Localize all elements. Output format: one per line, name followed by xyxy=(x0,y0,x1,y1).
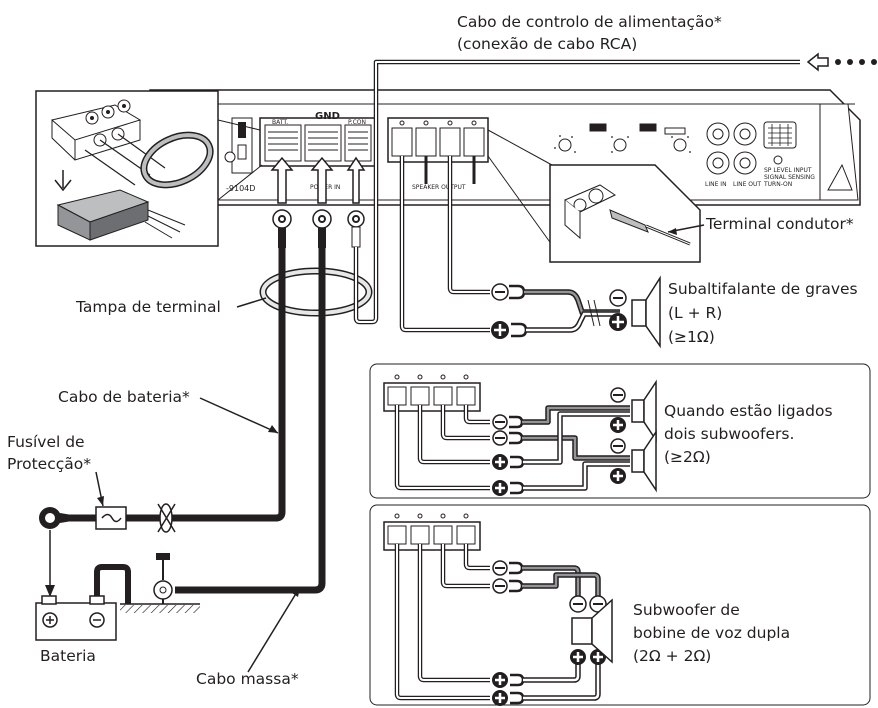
fuse-holder xyxy=(95,503,176,533)
two-subs-label-line2: dois subwoofers. xyxy=(664,425,795,443)
sp-level-input-label: SP LEVEL INPUT xyxy=(764,167,812,174)
dual-vc-label-line2: bobine de voz dupla xyxy=(633,624,791,642)
battery-label: Bateria xyxy=(40,647,96,665)
battery-cable-label: Cabo de bateria* xyxy=(58,388,190,406)
pcon-label: P.CON xyxy=(348,119,366,126)
subwoofer-label-line3: (≥1Ω) xyxy=(668,328,715,346)
remote-signal-arrow xyxy=(806,52,877,72)
amplifier-panel: GND BATT. P.CON -9104D POWER IN SPEAKER … xyxy=(149,89,861,206)
model-label: -9104D xyxy=(226,184,255,193)
speaker-output-connectors xyxy=(491,283,620,339)
chassis-ground-icon xyxy=(120,553,200,613)
speaker-output-label: SPEAKER OUTPUT xyxy=(412,184,466,191)
ground-cable-label: Cabo massa* xyxy=(196,670,299,688)
terminal-cover-label: Tampa de terminal xyxy=(76,298,221,316)
terminal-cover-detail-inset xyxy=(35,90,219,247)
gnd-label: GND xyxy=(315,111,340,122)
line-in-label: LINE IN xyxy=(705,181,727,188)
two-subs-label-line1: Quando estão ligados xyxy=(664,402,833,420)
line-out-label: LINE OUT xyxy=(733,181,761,188)
power-cables xyxy=(50,59,800,594)
fuse-label-line1: Fusível de xyxy=(7,433,85,451)
signal-sensing-label: SIGNAL SENSING xyxy=(764,174,815,181)
battery-ring-terminal xyxy=(39,507,78,529)
two-subwoofers-panel-art xyxy=(369,363,871,499)
subwoofer-speaker-icon xyxy=(609,275,661,349)
two-subs-label-line3: (≥2Ω) xyxy=(664,448,711,466)
turn-on-label: TURN-ON xyxy=(763,181,792,188)
speaker-wires xyxy=(399,156,490,333)
batt-label: BATT. xyxy=(272,119,288,126)
subwoofer-label-line1: Subaltifalante de graves xyxy=(668,280,858,298)
power-control-cable-label: Cabo de controlo de alimentação* xyxy=(457,13,722,31)
ring-terminals xyxy=(270,156,366,248)
subwoofer-label-line2: (L + R) xyxy=(668,304,723,322)
lead-terminal-inset xyxy=(487,129,701,263)
dual-vc-label-line1: Subwoofer de xyxy=(633,601,740,619)
fuse-label-line2: Protecção* xyxy=(7,455,91,473)
dual-voice-coil-panel-art xyxy=(369,504,871,706)
lead-terminal-label: Terminal condutor* xyxy=(706,215,854,233)
rca-connection-label: (conexão de cabo RCA) xyxy=(457,35,638,53)
battery-icon xyxy=(35,595,117,641)
dual-vc-label-line3: (2Ω + 2Ω) xyxy=(633,647,712,665)
